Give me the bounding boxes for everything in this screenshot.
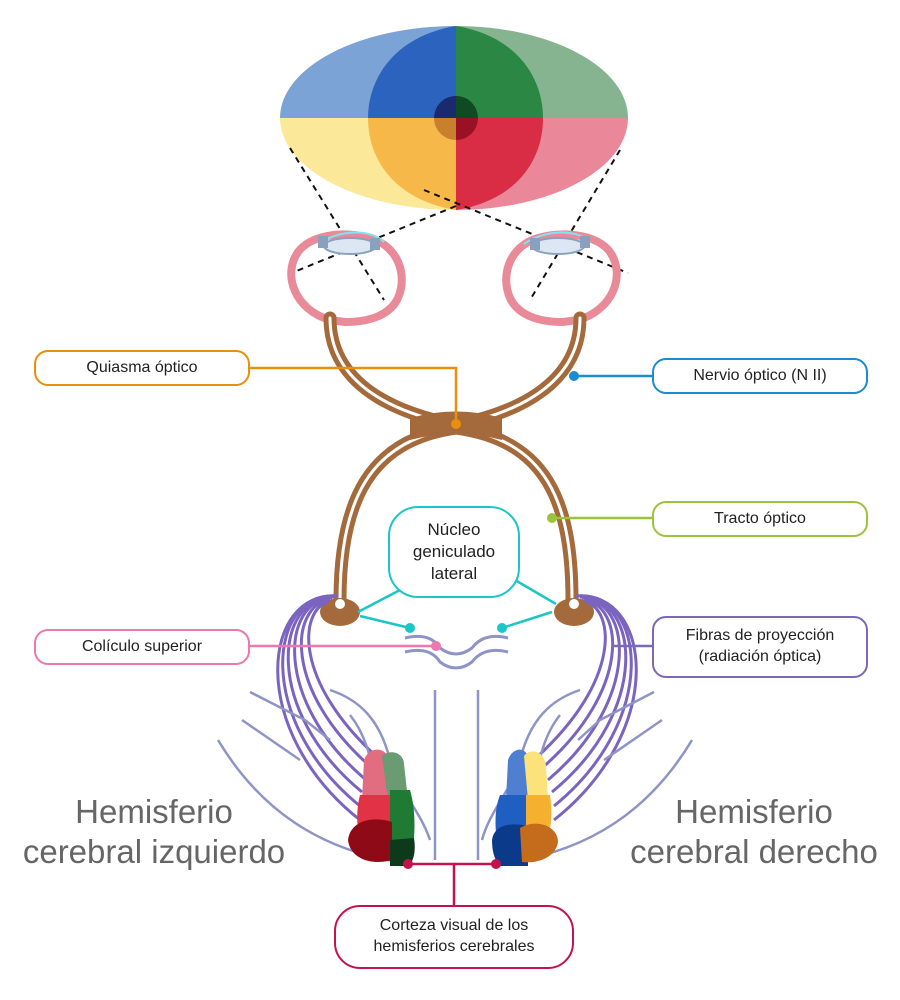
projection-fibers-text-2: (radiación óptica) <box>698 648 822 665</box>
optic-chiasm-text: Quiasma óptico <box>86 358 198 376</box>
optic-radiation <box>276 594 638 822</box>
lgn-label: Núcleo geniculado lateral <box>388 506 520 598</box>
right-eye <box>502 230 621 327</box>
optic-tract-label: Tracto óptico <box>652 501 868 537</box>
superior-colliculus-text: Colículo superior <box>81 637 203 655</box>
right-lgn <box>554 598 594 626</box>
projection-lines <box>289 147 629 301</box>
right-hemisphere-text-1: Hemisferio <box>675 793 833 830</box>
right-visual-cortex <box>492 749 558 866</box>
left-eye <box>287 230 406 327</box>
connectors <box>250 366 652 905</box>
visual-cortex-label: Corteza visual de los hemisferios cerebr… <box>334 905 574 969</box>
right-hemisphere-title: Hemisferio cerebral derecho <box>616 792 892 873</box>
projection-fibers-text-1: Fibras de proyección <box>685 627 835 645</box>
lgn-text-2: geniculado <box>412 541 496 561</box>
projection-fibers-label: Fibras de proyección (radiación óptica) <box>652 616 868 678</box>
superior-colliculus-label: Colículo superior <box>34 629 250 665</box>
lgn-text-3: lateral <box>430 564 478 584</box>
visual-field <box>280 26 628 210</box>
lgn-text-1: Núcleo <box>427 519 481 539</box>
left-lgn <box>320 598 360 626</box>
left-hemisphere-title: Hemisferio cerebral izquierdo <box>14 792 294 873</box>
connector-dots <box>403 371 579 869</box>
right-hemisphere-text-2: cerebral derecho <box>630 833 878 871</box>
left-visual-cortex <box>348 749 415 866</box>
left-hemisphere-text-1: Hemisferio <box>75 793 233 830</box>
visual-cortex-text-1: Corteza visual de los <box>379 917 529 935</box>
optic-tract-text: Tracto óptico <box>714 509 806 527</box>
optic-nerve-text: Nervio óptico (N II) <box>693 366 827 384</box>
left-hemisphere-text-2: cerebral izquierdo <box>22 833 286 871</box>
superior-colliculus <box>404 634 509 670</box>
visual-cortex-text-2: hemisferios cerebrales <box>373 938 535 955</box>
optic-nerve-label: Nervio óptico (N II) <box>652 358 868 394</box>
optic-chiasm-label: Quiasma óptico <box>34 350 250 386</box>
